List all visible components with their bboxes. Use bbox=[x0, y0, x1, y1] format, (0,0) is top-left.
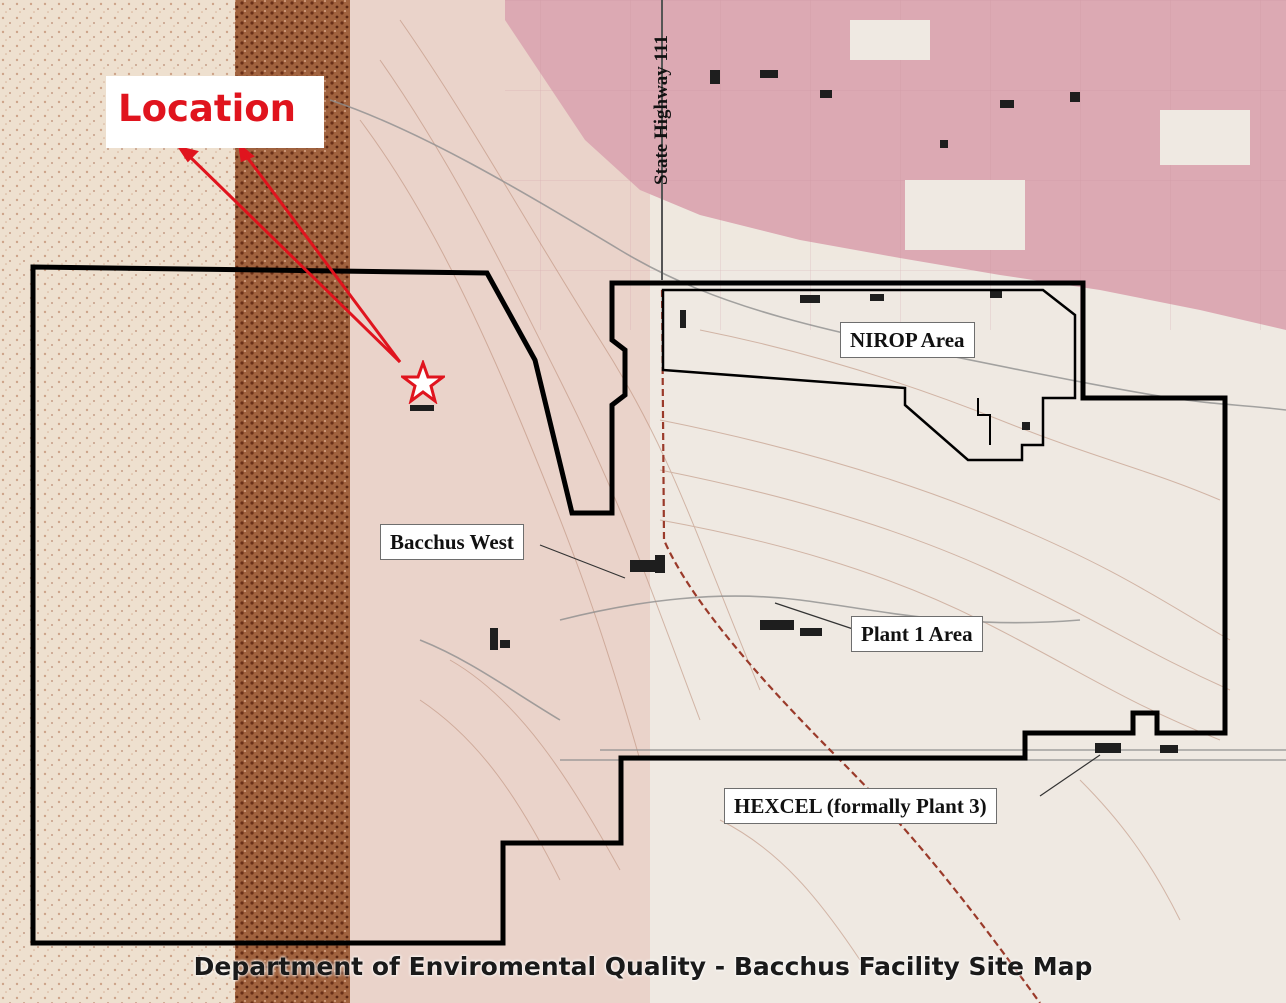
terrain-west-light bbox=[0, 0, 240, 1003]
area-label-plant-1[interactable]: Plant 1 Area bbox=[851, 616, 983, 652]
area-label-nirop[interactable]: NIROP Area bbox=[840, 322, 975, 358]
map-caption: Department of Enviromental Quality - Bac… bbox=[193, 952, 1093, 981]
location-star-icon[interactable] bbox=[398, 358, 448, 405]
nirop-inner-boundary bbox=[977, 398, 991, 445]
highway-label: State Highway 111 bbox=[651, 35, 672, 185]
label-leaders bbox=[539, 544, 1101, 797]
area-label-bacchus-west[interactable]: Bacchus West bbox=[380, 524, 524, 560]
terrain-ridge-dark bbox=[235, 0, 350, 1003]
buildings bbox=[410, 70, 1178, 753]
contour-lines bbox=[359, 19, 1231, 961]
area-label-hexcel[interactable]: HEXCEL (formally Plant 3) bbox=[724, 788, 997, 824]
location-arrows bbox=[176, 142, 402, 364]
urban-clearing-1 bbox=[905, 180, 1025, 250]
urban-clearing-3 bbox=[850, 20, 930, 60]
location-label: Location bbox=[106, 76, 324, 148]
site-boundary bbox=[30, 264, 1228, 946]
urban-clearing-2 bbox=[1160, 110, 1250, 165]
nirop-boundary bbox=[661, 288, 1077, 462]
